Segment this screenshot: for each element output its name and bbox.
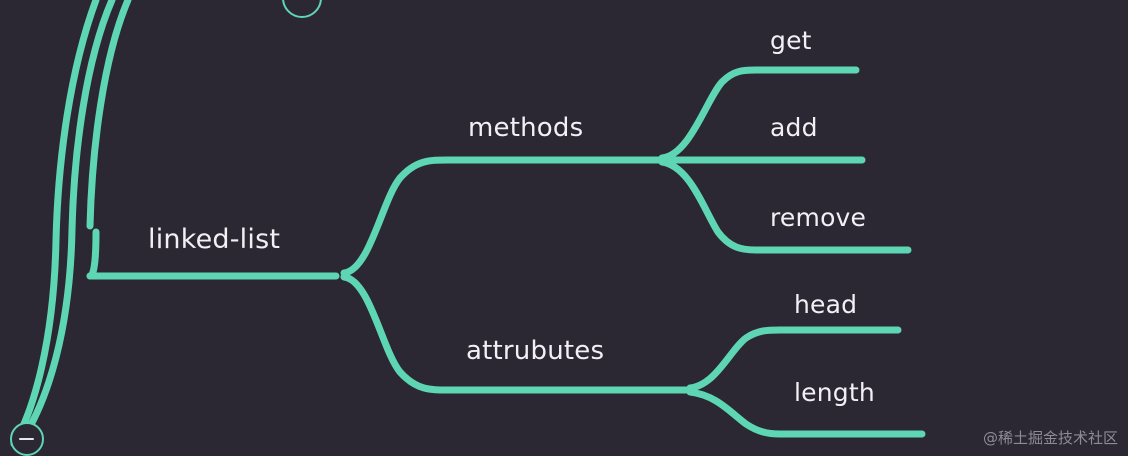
branch-root-to-methods (340, 156, 664, 277)
mindmap-node-length[interactable]: length (794, 378, 875, 407)
mindmap-node-add[interactable]: add (770, 113, 818, 142)
mindmap-node-methods[interactable]: methods (468, 113, 584, 143)
mindmap-node-linked-list[interactable]: linked-list (148, 224, 281, 255)
trunk-strand-lower (10, 0, 100, 448)
minus-glyph (19, 437, 34, 440)
watermark-text: @稀土掘金技术社区 (982, 429, 1118, 447)
branch-attrubutes-to-head (686, 326, 902, 392)
mindmap-node-remove[interactable]: remove (770, 203, 867, 232)
branch-root-to-attrubutes (340, 273, 692, 394)
trunk-strand-third (86, 0, 132, 230)
trunk-strand-upper (18, 0, 116, 444)
branch-attrubutes-to-length (686, 388, 926, 438)
mindmap-node-get[interactable]: get (770, 26, 812, 55)
branch-methods-to-remove (658, 158, 912, 254)
root-underline-curve (86, 228, 100, 280)
minus-circle-icon[interactable] (10, 422, 44, 456)
branch-methods-to-get (658, 66, 860, 162)
mindmap-node-attrubutes[interactable]: attrubutes (466, 336, 605, 366)
mindmap-node-head[interactable]: head (794, 290, 858, 319)
